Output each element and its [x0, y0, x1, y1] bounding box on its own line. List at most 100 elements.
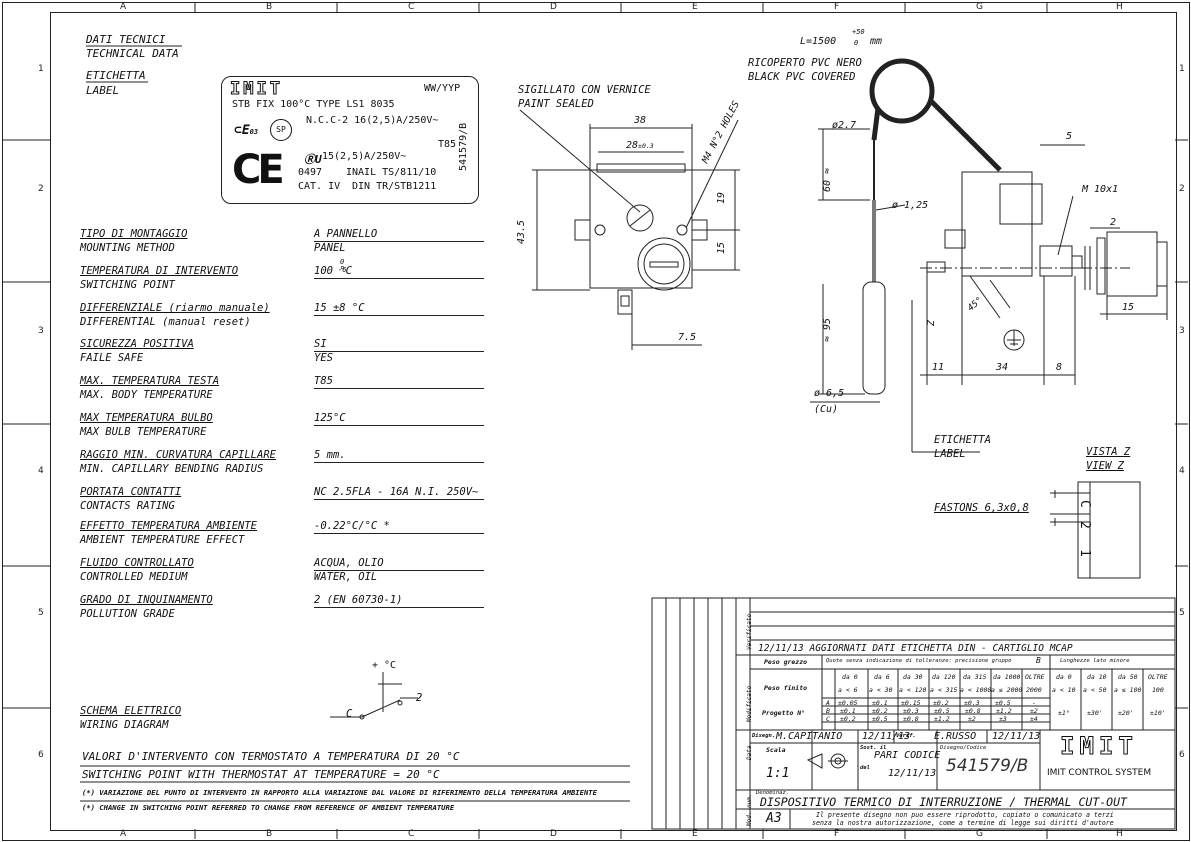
- zone-col-g-top: G: [976, 2, 983, 12]
- zone-row-5-left: 5: [38, 608, 44, 618]
- wiring-terminal-c: C: [346, 708, 353, 720]
- tol-b-4: ±0.8: [965, 707, 981, 715]
- capillary-length: L=1500 +50 0 mm: [800, 28, 882, 47]
- zone-row-3-left: 3: [38, 326, 44, 336]
- tol-head2-6: 2000: [1026, 686, 1042, 694]
- spec-label-it: EFFETTO TEMPERATURA AMBIENTE: [80, 520, 258, 532]
- tol-group-c: C: [826, 715, 830, 723]
- ang-head-3: OLTRE: [1148, 673, 1168, 681]
- spec-label-en: POLLUTION GRADE: [80, 608, 175, 620]
- spec-line: [314, 533, 484, 534]
- spec-line: [314, 315, 484, 316]
- tol-head2-1: a < 30: [869, 686, 893, 694]
- spec-value: NC 2.5FLA - 16A N.I. 250V~: [314, 486, 479, 498]
- tb-peso-finito: Peso finito: [764, 684, 808, 692]
- tol-head-3: da 120: [932, 673, 956, 681]
- ang-head2-0: a < 10: [1052, 686, 1076, 694]
- zone-col-a-top: A: [120, 2, 127, 12]
- tb-revision: 12/11/13 AGGIORNATI DATI ETICHETTA DIN -…: [758, 643, 1073, 654]
- tb-data: Data: [746, 745, 753, 760]
- sealed-label-it: SIGILLATO CON VERNICE: [518, 84, 651, 96]
- spec-line: [314, 388, 484, 389]
- label-pointer-it: ETICHETTA: [934, 434, 991, 446]
- tb-lunghezze: Lunghezze lato minore: [1060, 658, 1130, 664]
- spec-label-en: MIN. CAPILLARY BENDING RADIUS: [80, 463, 264, 475]
- tb-disegn-date: 12/11/13: [862, 731, 911, 742]
- spec-line: [314, 425, 484, 426]
- wiring-title-it: SCHEMA ELETTRICO: [80, 705, 182, 717]
- ang-head-0: da 0: [1056, 673, 1072, 681]
- zone-row-2-right: 2: [1179, 184, 1185, 194]
- tol-head-6: OLTRE: [1025, 673, 1045, 681]
- tb-peso-grezzo: Peso grezzo: [764, 658, 808, 666]
- spec-label-en: AMBIENT TEMPERATURE EFFECT: [80, 534, 245, 546]
- capillary-length-value: L=1500: [800, 36, 837, 47]
- capillary-length-tol: +50: [852, 28, 865, 36]
- spec-line: [314, 570, 484, 571]
- spec-value: 100 °C 0 -6: [314, 258, 352, 277]
- dim-15b: 15: [1122, 302, 1135, 313]
- spec-value: 2 (EN 60730-1): [314, 594, 403, 606]
- zone-col-c-bottom: C: [408, 829, 415, 839]
- tb-verificato: Verificato: [746, 613, 753, 650]
- tol-head-1: da 6: [874, 673, 890, 681]
- tol-a-5: ±0.5: [995, 699, 1011, 707]
- zone-row-3-right: 3: [1179, 326, 1185, 336]
- zone-col-d-top: D: [550, 2, 557, 12]
- spec-value: 5 mm.: [314, 449, 346, 461]
- zone-col-f-bottom: F: [834, 829, 840, 839]
- view-z-terminal-c: C: [1077, 500, 1092, 508]
- dim-z: Z: [926, 319, 937, 326]
- spec-label-it: RAGGIO MIN. CURVATURA CAPILLARE: [80, 449, 276, 461]
- zone-col-b-top: B: [266, 2, 273, 12]
- zone-col-h-bottom: H: [1116, 829, 1123, 839]
- dim-7-5: 7.5: [678, 332, 697, 343]
- spec-label-en: FAILE SAFE: [80, 352, 144, 364]
- dim-11: 11: [932, 362, 945, 373]
- tb-title: DISPOSITIVO TERMICO DI INTERRUZIONE / TH…: [760, 795, 1127, 809]
- spec-value-en: YES: [314, 352, 333, 364]
- dim-dia-6-5: ø 6,5: [814, 388, 845, 399]
- tol-head2-4: a < 1000: [960, 686, 992, 694]
- spec-value-en: PANEL: [314, 242, 346, 254]
- tol-c-6: ±4: [1030, 715, 1038, 723]
- label-ul-rating: 15(2,5)A/250V~: [322, 151, 407, 162]
- tb-pari: PARI CODICE: [874, 750, 941, 761]
- spec-line: [314, 499, 484, 500]
- label-date-code: WW/YYP: [424, 83, 461, 94]
- tol-head-2: da 30: [903, 673, 923, 681]
- tol-b-6: ±2: [1030, 707, 1038, 715]
- ambient-note-it: (*) VARIAZIONE DEL PUNTO DI INTERVENTO I…: [82, 788, 597, 797]
- tb-sost-lbl: Sost. il: [860, 745, 887, 751]
- tol-a-1: ±0.1: [872, 699, 888, 707]
- tb-disegn-lbl: Disegn.: [752, 733, 776, 739]
- spec-label-it: MAX. TEMPERATURA TESTA: [80, 375, 220, 387]
- tol-a-3: ±0.2: [933, 699, 949, 707]
- dim-43-5: 43.5: [516, 219, 527, 244]
- product-label: IMIT WW/YYP STB FIX 100°C TYPE LS1 8035 …: [221, 76, 479, 204]
- dim-28-value: 28: [626, 140, 639, 151]
- tb-del-lbl: del: [860, 765, 870, 771]
- label-cat: CAT. IV: [298, 181, 341, 192]
- capillary-length-unit: mm: [870, 36, 883, 47]
- zone-row-6-right: 6: [1179, 750, 1185, 760]
- dim-28-tol: ±0.3: [638, 142, 654, 150]
- zone-col-b-bottom: B: [266, 829, 273, 839]
- spec-label-it: DIFFERENZIALE (riarmo manuale): [80, 302, 270, 314]
- spec-line: [314, 607, 484, 608]
- ang-val-1: ±30': [1087, 709, 1103, 717]
- dim-38: 38: [634, 115, 647, 126]
- capillary-length-tol-low: 0: [854, 39, 859, 47]
- ang-head2-3: 100: [1152, 686, 1164, 694]
- tol-b-1: ±0.2: [872, 707, 888, 715]
- spec-label-en: SWITCHING POINT: [80, 279, 175, 291]
- dim-dia-2-7: ø2.7: [832, 120, 857, 131]
- tb-scala-lbl: Scala: [766, 746, 786, 754]
- label-line-type: STB FIX 100°C TYPE LS1 8035: [232, 99, 395, 110]
- ang-head2-2: a ≤ 100: [1114, 686, 1142, 694]
- zone-col-e-top: E: [692, 2, 698, 12]
- tol-c-3: ±1.2: [934, 715, 950, 723]
- tol-group-b: B: [826, 707, 830, 715]
